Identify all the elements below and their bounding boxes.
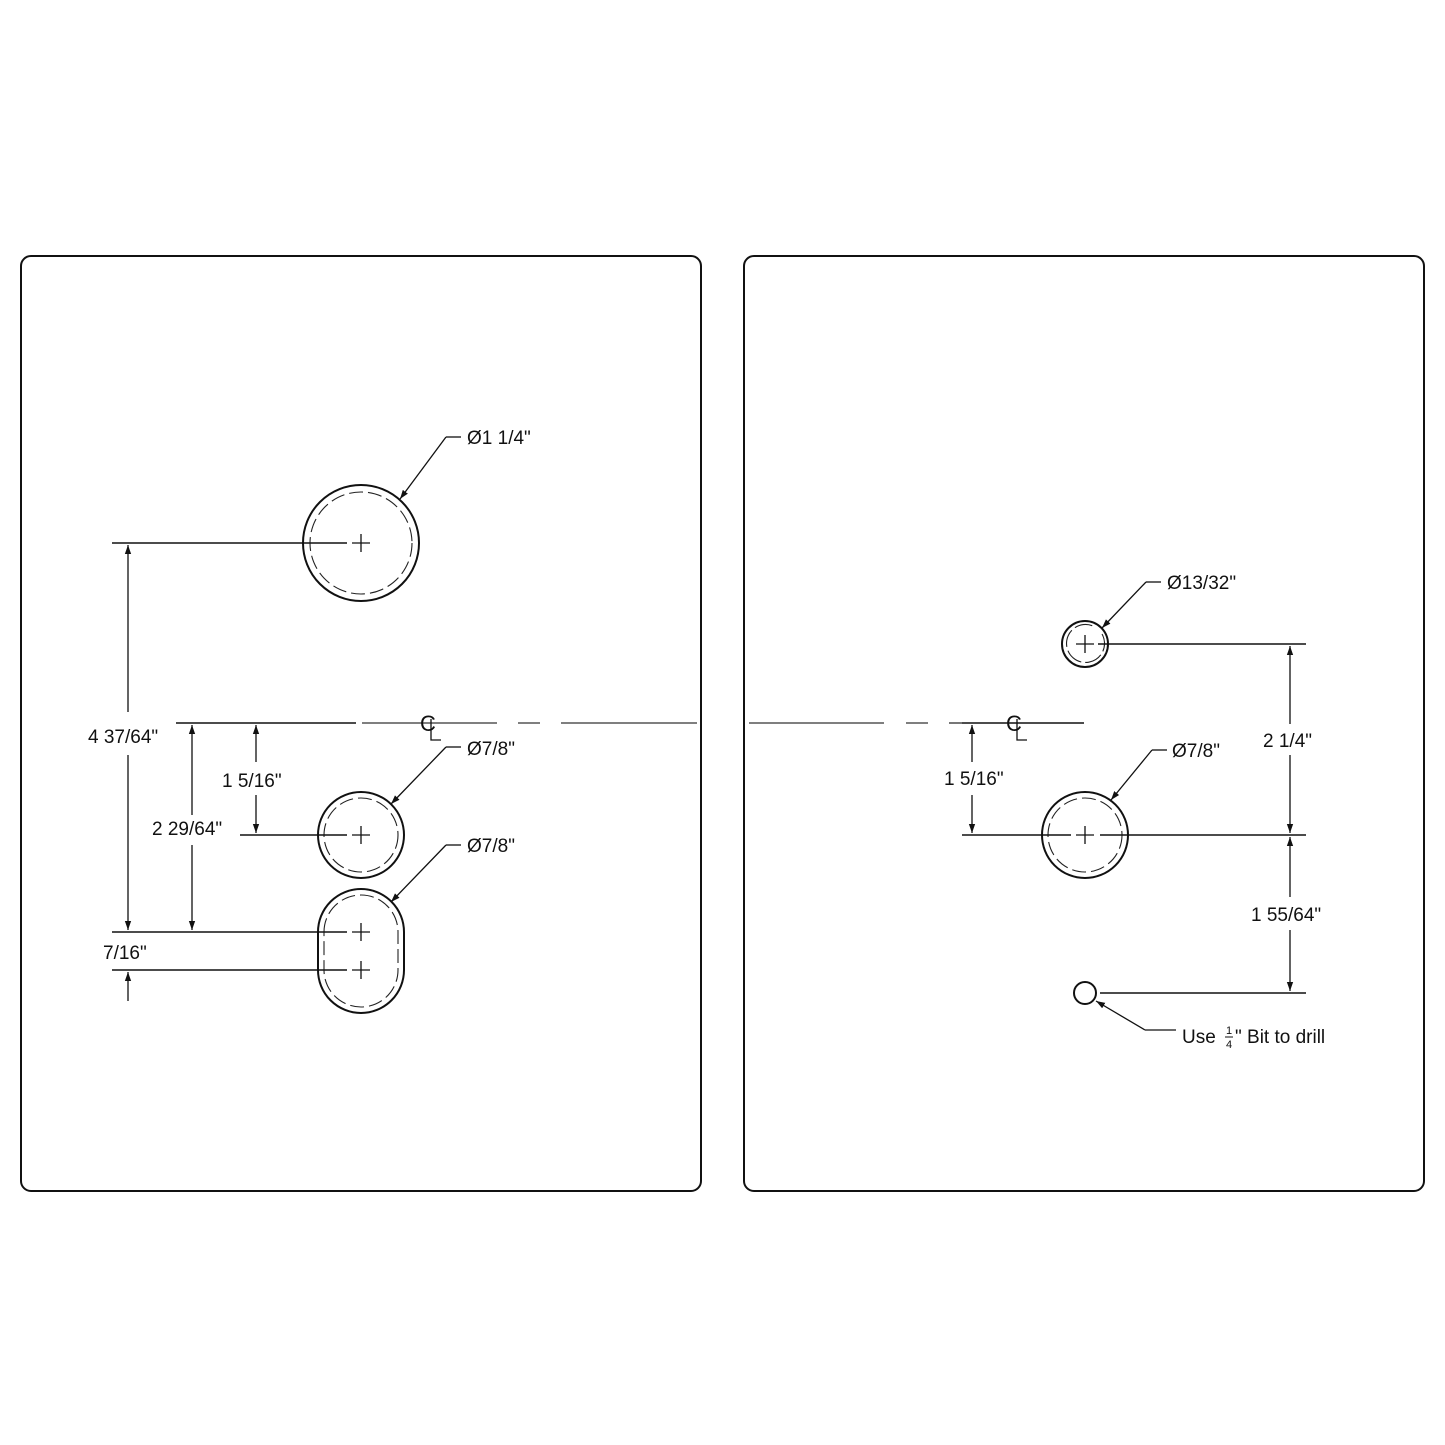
dim-label-middle-to-pilot: 1 55/64" bbox=[1251, 905, 1321, 926]
hole-pilot: Use 1 4 " Bit to drill bbox=[1073, 981, 1325, 1051]
dim-label-centerline-to-middle: 1 5/16" bbox=[944, 769, 1004, 790]
drill-note-fraction-numerator: 1 bbox=[1226, 1025, 1232, 1037]
label-slot-diameter: Ø7/8" bbox=[467, 836, 515, 857]
centerline-symbol: C bbox=[1006, 711, 1022, 736]
dim-label-centerline-to-slot: 2 29/64" bbox=[152, 819, 222, 840]
left-panel-border bbox=[20, 255, 702, 1192]
drill-note-suffix: " Bit to drill bbox=[1235, 1027, 1325, 1048]
dim-centerline-to-slot: 2 29/64" bbox=[152, 725, 222, 930]
dim-label-overall: 4 37/64" bbox=[88, 727, 158, 748]
dim-overall: 4 37/64" bbox=[88, 545, 158, 930]
dim-centerline-to-middle: 1 5/16" bbox=[222, 725, 282, 833]
hole-bottom-slot: Ø7/8" bbox=[112, 836, 515, 1014]
drill-note-fraction-denominator: 4 bbox=[1226, 1039, 1232, 1051]
label-middle-hole-diameter: Ø7/8" bbox=[467, 739, 515, 760]
hole-middle: Ø7/8" bbox=[240, 739, 515, 879]
hole-small-top: Ø13/32" bbox=[1061, 573, 1306, 668]
centerline-l-glyph bbox=[430, 719, 441, 741]
dim-label-top-to-middle: 2 1/4" bbox=[1263, 731, 1312, 752]
dim-label-centerline-to-middle: 1 5/16" bbox=[222, 771, 282, 792]
right-centerline: C bbox=[749, 711, 1084, 741]
hole-top-large: Ø1 1/4" bbox=[112, 428, 531, 602]
label-middle-hole-diameter: Ø7/8" bbox=[1172, 741, 1220, 762]
label-small-hole-diameter: Ø13/32" bbox=[1167, 573, 1236, 594]
centerline-symbol: C bbox=[420, 711, 436, 736]
right-panel: C Ø13/32" Ø7/8" bbox=[743, 255, 1425, 1192]
hole-middle-right: Ø7/8" bbox=[962, 741, 1306, 879]
dim-label-slot-spacing: 7/16" bbox=[103, 943, 147, 964]
left-centerline: C bbox=[176, 711, 697, 741]
dim-centerline-to-middle-right: 1 5/16" bbox=[944, 725, 1004, 833]
dim-middle-to-pilot: 1 55/64" bbox=[1251, 837, 1321, 991]
dim-top-to-middle: 2 1/4" bbox=[1263, 646, 1312, 833]
dim-slot-spacing: 7/16" bbox=[103, 943, 147, 1001]
leader-arrow bbox=[399, 436, 447, 500]
drill-note: Use bbox=[1182, 1027, 1216, 1048]
centerline-l-glyph bbox=[1016, 719, 1027, 741]
label-top-hole-diameter: Ø1 1/4" bbox=[467, 428, 531, 449]
left-panel: C Ø1 1/4" Ø7/8" bbox=[20, 255, 702, 1192]
